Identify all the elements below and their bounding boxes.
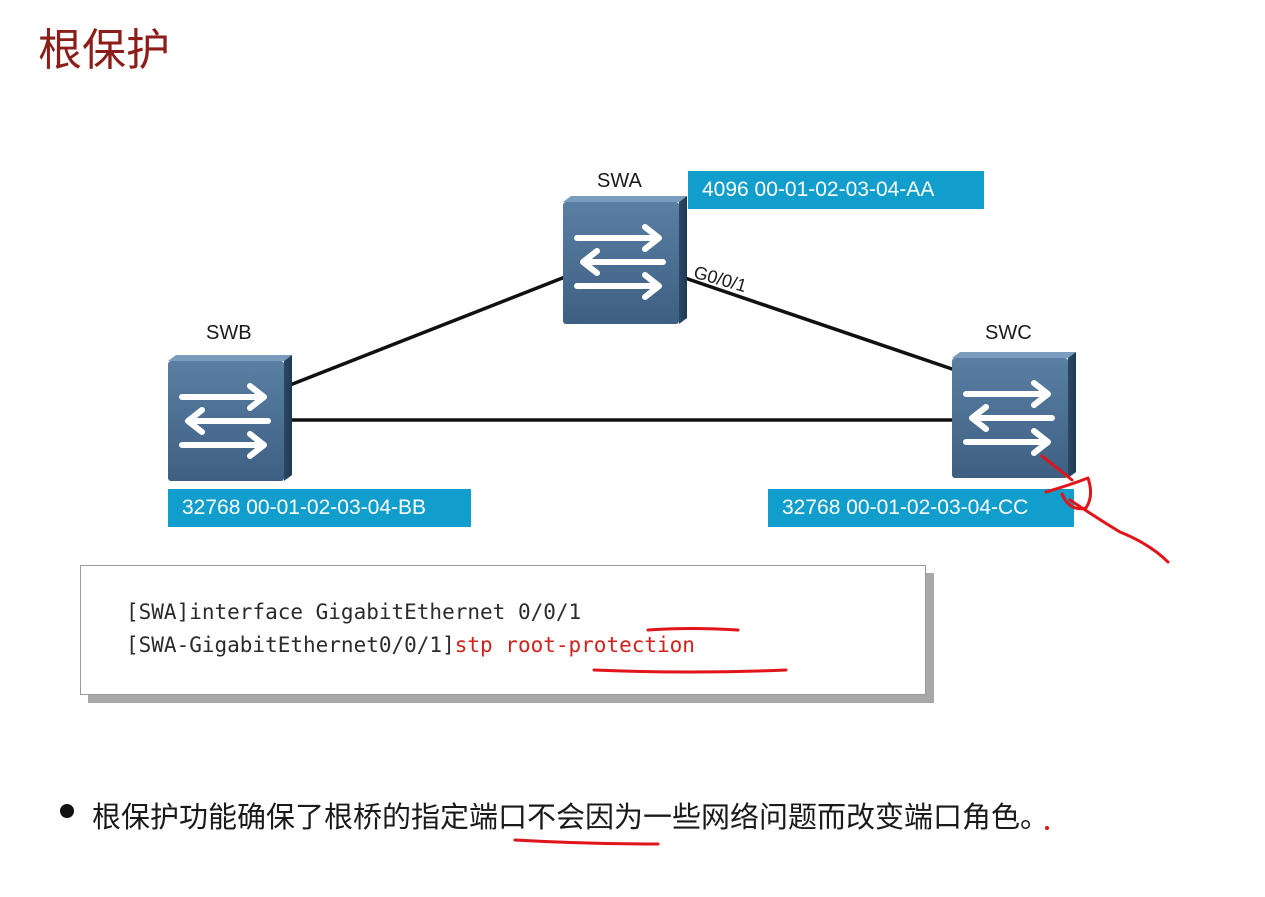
switch-icon-swb: [168, 355, 292, 481]
swc-bridge-id: 32768 00-01-02-03-04-CC: [768, 489, 1074, 527]
bullet-text: 根保护功能确保了根桥的指定端口不会因为一些网络问题而改变端口角色。: [92, 800, 1050, 834]
command-line-1: [SWA]interface GigabitEthernet 0/0/1: [126, 600, 581, 624]
command-line-1-prefix: [SWA]interface GigabitEthernet: [126, 600, 518, 624]
switch-icon-swa: [563, 196, 687, 324]
bullet-dot: [60, 804, 74, 818]
command-line-2-prefix: [SWA-GigabitEthernet0/0/1]: [126, 633, 455, 657]
swb-label: SWB: [206, 322, 252, 344]
page-title: 根保护: [38, 25, 170, 76]
command-line-2: [SWA-GigabitEthernet0/0/1]stp root-prote…: [126, 633, 695, 657]
swc-label: SWC: [985, 322, 1032, 344]
swb-bridge-id: 32768 00-01-02-03-04-BB: [168, 489, 471, 527]
command-box: [SWA]interface GigabitEthernet 0/0/1 [SW…: [80, 565, 926, 695]
link-swa-swc: [681, 275, 956, 372]
command-line-2-cmd: stp root-protection: [454, 633, 695, 657]
swa-label: SWA: [597, 170, 642, 192]
switch-icon-swc: [952, 352, 1076, 478]
link-swa-swb: [289, 275, 566, 387]
command-line-1-port: 0/0/1: [517, 600, 582, 624]
swa-bridge-id: 4096 00-01-02-03-04-AA: [688, 171, 984, 209]
